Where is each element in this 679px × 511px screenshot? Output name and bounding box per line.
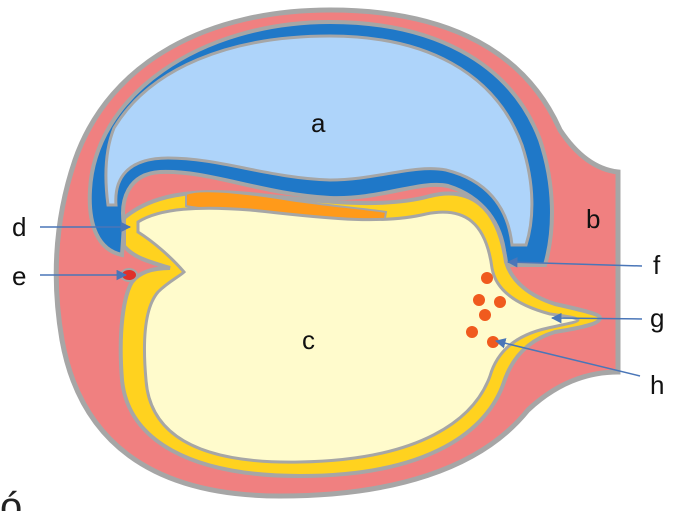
label-e: e	[12, 261, 26, 291]
cell	[481, 272, 493, 284]
label-f: f	[653, 250, 661, 280]
pointer-g	[552, 318, 642, 319]
label-h: h	[650, 370, 664, 400]
label-c: c	[302, 325, 315, 355]
cell	[466, 326, 478, 338]
cell	[494, 296, 506, 308]
cell	[473, 294, 485, 306]
label-b: b	[586, 204, 600, 234]
label-d: d	[12, 212, 26, 242]
cell	[479, 309, 491, 321]
corner-glyph: ó	[0, 485, 22, 511]
label-g: g	[650, 303, 664, 333]
label-a: a	[311, 108, 326, 138]
